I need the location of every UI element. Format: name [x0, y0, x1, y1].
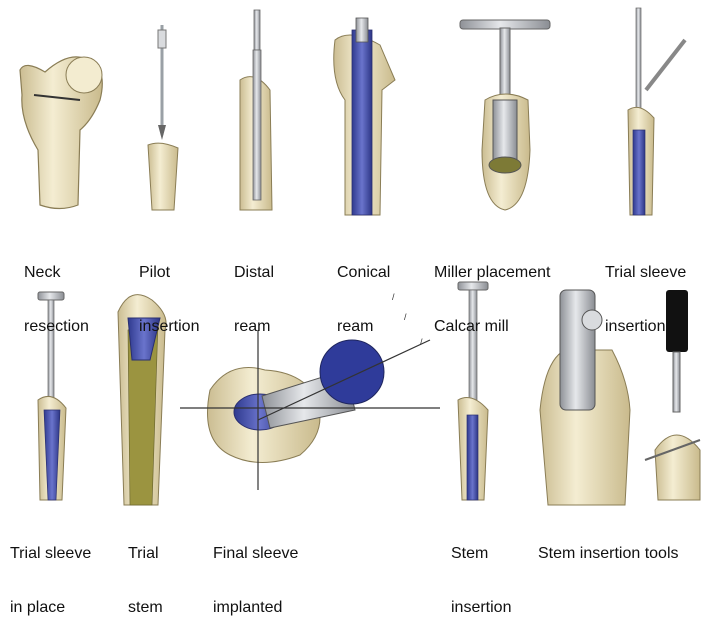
caption-line1: Stem insertion tools [538, 545, 679, 563]
trial-sleeve-insertion-figure [628, 8, 685, 215]
caption-line2: ream [337, 318, 390, 336]
caption-line2: resection [24, 318, 89, 336]
caption-line2: insertion [139, 318, 199, 336]
caption-line2: implanted [213, 599, 298, 617]
svg-text:/: / [404, 312, 407, 322]
svg-text:/: / [420, 337, 423, 347]
conical-ream-figure [334, 18, 395, 215]
caption-line2: insertion [451, 599, 511, 617]
caption-line2: stem [128, 599, 163, 617]
caption-final-sleeve-implanted: Final sleeve implanted [213, 509, 298, 635]
distal-ream-figure [240, 10, 272, 210]
caption-line2: in place [10, 599, 91, 617]
caption-stem-insertion: Stem insertion [451, 509, 511, 635]
final-sleeve-implanted-figure: / / / [180, 292, 440, 490]
caption-trial-stem: Trial stem [128, 509, 163, 635]
pilot-insertion-figure [148, 25, 178, 210]
svg-text:/: / [392, 292, 395, 302]
caption-line1: Stem [451, 545, 511, 563]
caption-line1: Trial sleeve [10, 545, 91, 563]
caption-line1: Miller placement [434, 264, 550, 282]
caption-pilot-insertion: Pilot insertion [139, 228, 199, 354]
neck-resection-figure [20, 57, 102, 209]
caption-miller-placement: Miller placement Calcar mill [434, 228, 550, 354]
caption-conical-ream: Conical ream [337, 228, 390, 354]
caption-line2: ream [234, 318, 274, 336]
caption-line1: Conical [337, 264, 390, 282]
caption-line1: Trial [128, 545, 163, 563]
caption-neck-resection: Neck resection [24, 228, 89, 354]
caption-trial-sleeve-in-place: Trial sleeve in place [10, 509, 91, 635]
caption-line2: Calcar mill [434, 318, 550, 336]
caption-trial-sleeve-insertion: Trial sleeve insertion [605, 228, 686, 354]
caption-distal-ream: Distal ream [234, 228, 274, 354]
caption-line1: Neck [24, 264, 89, 282]
caption-stem-insertion-tools: Stem insertion tools [538, 509, 679, 581]
caption-line1: Pilot [139, 264, 199, 282]
caption-line1: Final sleeve [213, 545, 298, 563]
calcar-mill-figure [460, 20, 550, 210]
caption-line1: Distal [234, 264, 274, 282]
caption-line1: Trial sleeve [605, 264, 686, 282]
caption-line2: insertion [605, 318, 686, 336]
